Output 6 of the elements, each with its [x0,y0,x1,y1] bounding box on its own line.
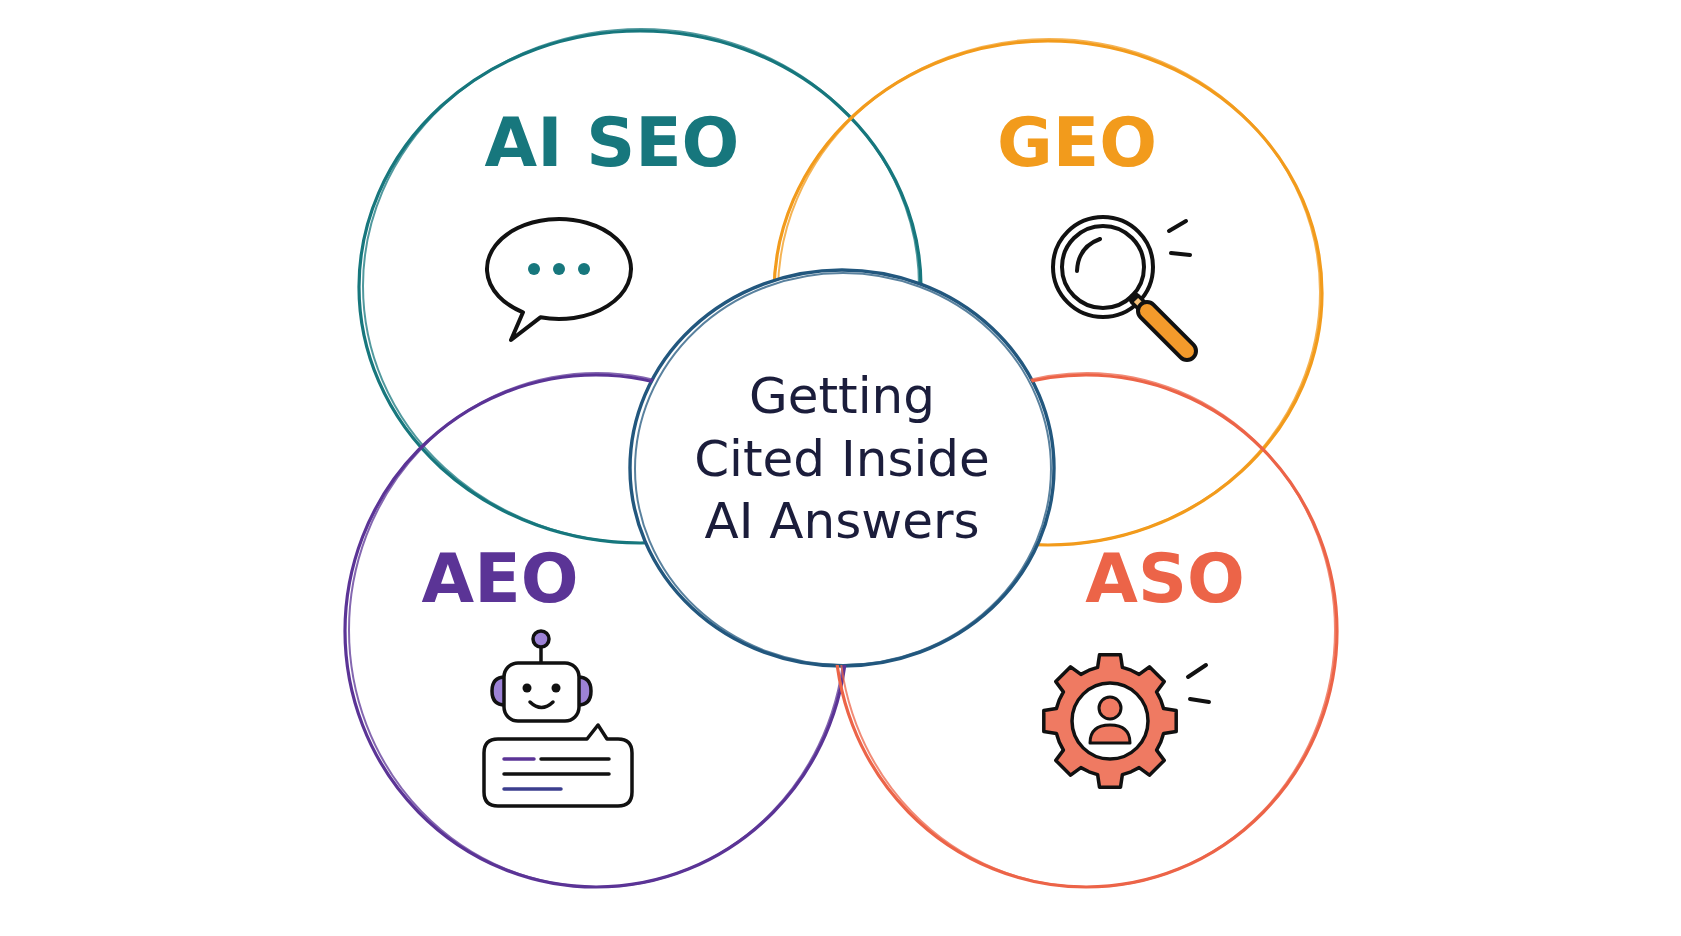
center-label: Getting Cited Inside AI Answers [693,366,991,553]
circle-heading: GEO [996,109,1158,177]
circle-heading: AEO [421,545,579,613]
venn-circle [625,265,1059,671]
circle-heading: AI SEO [484,109,740,177]
circle-heading: ASO [1085,545,1245,613]
